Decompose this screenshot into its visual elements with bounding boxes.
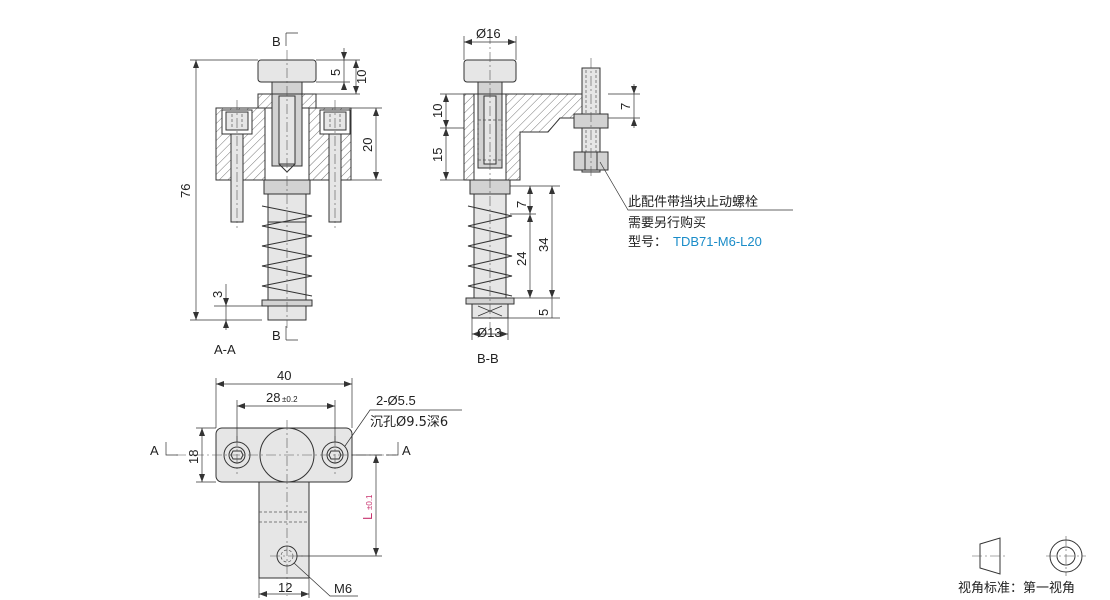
dim-length-tol: ±0.1 xyxy=(365,494,374,510)
dim-head-5: 5 xyxy=(328,69,343,76)
dim-foot-dia: Ø13 xyxy=(477,325,502,340)
dim-pitch-tol: ±0.2 xyxy=(282,395,298,404)
section-label-a-right: A xyxy=(402,443,411,458)
note-line1: 此配件带挡块止动螺栓 xyxy=(628,195,758,210)
plan-view: A A 40 28 ±0.2 2-Ø5.5 沉孔Ø9.5深6 18 L ±0. xyxy=(150,368,462,598)
dim-spring-top-7: 7 xyxy=(514,201,529,208)
dim-total-height: 76 xyxy=(178,184,193,198)
dim-stroke-34: 34 xyxy=(536,238,551,252)
section-label-a-left: A xyxy=(150,443,159,458)
dim-spring-24: 24 xyxy=(514,252,529,266)
dim-pitch-28: 28 xyxy=(266,390,280,405)
note-line3-prefix: 型号： xyxy=(628,235,667,250)
note-model: TDB71-M6-L20 xyxy=(673,234,762,249)
dim-block-20: 20 xyxy=(360,138,375,152)
thread-m6: M6 xyxy=(334,581,352,596)
section-aa-view: B B A-A 76 5 10 20 3 xyxy=(178,32,382,357)
counterbore-spec: 沉孔Ø9.5深6 xyxy=(370,415,448,430)
dim-block-15: 15 xyxy=(430,148,445,162)
note-line2: 需要另行购买 xyxy=(628,215,706,231)
section-caption-bb: B-B xyxy=(477,351,499,366)
dim-width-40: 40 xyxy=(277,368,291,383)
dim-length-l: L xyxy=(360,513,375,520)
hole-spec: 2-Ø5.5 xyxy=(376,393,416,408)
dim-foot-5: 5 xyxy=(536,309,551,316)
dim-height-18: 18 xyxy=(186,450,201,464)
section-label-b-bottom: B xyxy=(272,328,281,343)
section-caption-aa: A-A xyxy=(214,342,236,357)
dim-head-10: 10 xyxy=(354,70,369,84)
dim-head-dia: Ø16 xyxy=(476,26,501,41)
projection-symbol: 视角标准：第一视角 xyxy=(958,536,1086,596)
section-label-b-top: B xyxy=(272,34,281,49)
dim-arm-7: 7 xyxy=(618,103,633,110)
projection-cone-icon xyxy=(979,537,1001,575)
dim-stem-12: 12 xyxy=(278,580,292,595)
projection-label: 视角标准：第一视角 xyxy=(958,581,1075,596)
section-bb-view: 此配件带挡块止动螺栓 需要另行购买 型号： TDB71-M6-L20 Ø16 1… xyxy=(430,26,793,366)
dim-plate-10: 10 xyxy=(430,104,445,118)
dim-foot-3: 3 xyxy=(210,291,225,298)
